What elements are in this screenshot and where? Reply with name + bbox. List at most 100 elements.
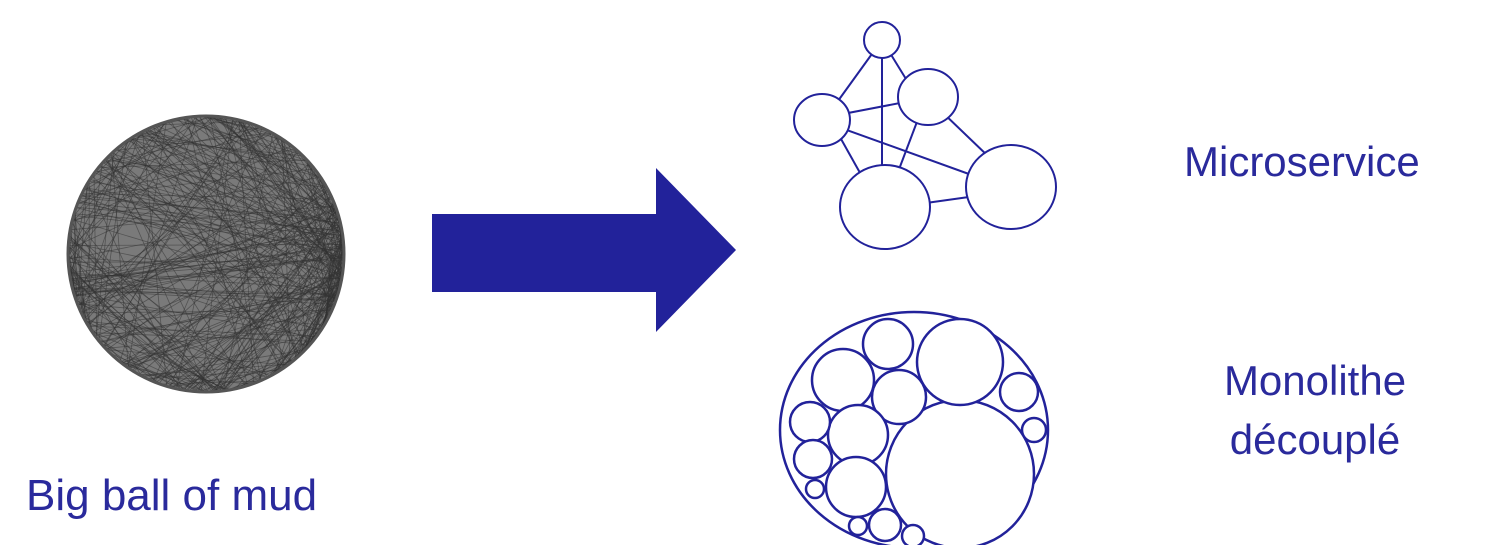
module-circle <box>788 400 832 444</box>
mud-strand <box>81 194 337 300</box>
module-circle <box>867 507 903 543</box>
mud-strand <box>131 210 338 371</box>
mud-strand <box>209 116 262 381</box>
mud-strand <box>218 225 342 392</box>
mud-strand <box>128 275 343 369</box>
mud-strand <box>148 331 320 380</box>
mud-strand <box>82 315 227 391</box>
module-circle <box>804 478 826 500</box>
mud-strand <box>89 178 344 258</box>
mud-strand <box>69 235 230 391</box>
mud-strand <box>211 116 338 212</box>
microservice-label: Microservice <box>1184 138 1420 185</box>
mud-strand <box>193 116 344 254</box>
mud-strand <box>241 120 343 276</box>
module-circle <box>847 515 869 537</box>
mud-strand <box>77 126 261 205</box>
mud-strand <box>183 195 332 391</box>
mud-strand <box>92 190 330 333</box>
network-graph-icon <box>793 21 1057 250</box>
mud-strand <box>234 363 291 390</box>
mud-strand <box>94 133 274 173</box>
mud-strand <box>73 293 317 338</box>
mud-strand <box>185 243 344 391</box>
mud-strand <box>86 322 130 369</box>
module-circle <box>915 317 1005 407</box>
mud-strand <box>68 244 142 376</box>
mud-strand <box>198 358 296 392</box>
mud-strand <box>86 116 225 186</box>
mud-ball-icon <box>66 114 346 394</box>
mud-strand <box>180 293 339 390</box>
mud-strand <box>105 327 323 349</box>
nested-circles-icon <box>778 310 1050 545</box>
mud-strand <box>142 131 168 387</box>
mud-strand <box>126 116 214 142</box>
mud-strand <box>166 121 344 268</box>
mud-strand <box>68 256 315 341</box>
mud-strand <box>102 162 334 308</box>
mud-strand <box>95 336 178 390</box>
module-circle <box>900 523 926 545</box>
mud-strand <box>144 130 337 301</box>
mud-strand <box>81 193 333 200</box>
module-circle <box>861 317 915 371</box>
mud-strand <box>68 145 292 250</box>
mud-strand <box>200 118 234 392</box>
mud-strand <box>72 288 337 301</box>
mud-strand <box>71 121 168 224</box>
mud-strand <box>68 116 192 262</box>
module-circle <box>870 368 928 426</box>
mud-strand <box>140 363 290 376</box>
mud-strand <box>77 303 325 326</box>
mud-strand <box>98 159 308 168</box>
graph-node <box>839 164 931 250</box>
mud-strand <box>73 215 344 246</box>
mud-strand <box>190 116 281 371</box>
mud-strand <box>83 189 344 259</box>
mud-strand <box>199 116 300 356</box>
module-circle <box>792 438 834 480</box>
module-circle <box>810 347 876 413</box>
mud-strand <box>119 116 198 362</box>
mud-strand <box>68 238 260 382</box>
mud-strand <box>72 224 341 290</box>
module-circle <box>998 371 1040 413</box>
mud-strand <box>126 269 344 367</box>
graph-node <box>965 144 1057 230</box>
mud-strand <box>130 138 304 157</box>
mud-strand <box>95 151 115 338</box>
graph-node <box>863 21 901 59</box>
mud-strand <box>223 116 344 270</box>
decoupled-monolith-label-line2: découplé <box>1229 415 1401 463</box>
decoupled-monolith-label: Monolithe découplé <box>1180 352 1450 470</box>
mud-strand <box>76 302 268 378</box>
mud-strand <box>72 218 87 323</box>
mud-strand <box>293 281 342 361</box>
module-circle <box>824 455 888 519</box>
mud-strand <box>69 275 204 392</box>
mud-strand <box>81 310 332 314</box>
mud-strand <box>87 136 133 183</box>
mud-strand <box>191 116 332 197</box>
mud-strand <box>68 245 94 334</box>
mud-strand <box>130 137 285 368</box>
mud-strand <box>110 153 324 328</box>
mud-strand <box>218 178 322 392</box>
mud-strand <box>167 252 344 388</box>
mud-strand <box>72 176 321 221</box>
mud-strand <box>103 119 238 348</box>
mud-strand <box>71 133 274 223</box>
mud-strand <box>237 119 340 292</box>
mud-strand <box>96 294 338 338</box>
mud-strand <box>283 139 308 349</box>
mud-strand <box>81 187 328 314</box>
mud-strand <box>120 243 344 363</box>
mud-strand <box>72 216 215 392</box>
mud-strand <box>68 121 167 257</box>
mud-strand <box>225 206 337 391</box>
module-circle <box>1020 416 1048 444</box>
mud-strand <box>72 208 77 292</box>
mud-strand <box>101 344 163 386</box>
